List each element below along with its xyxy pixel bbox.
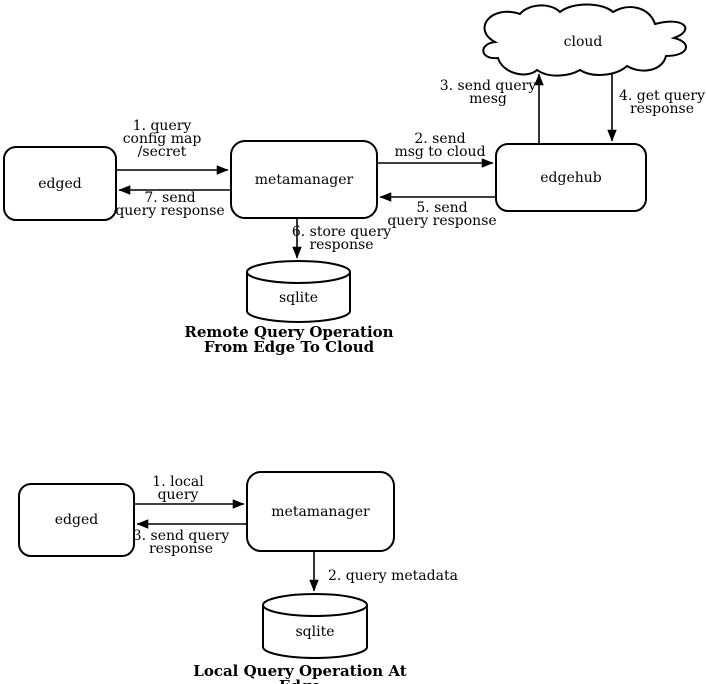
node-metamanager-remote: metamanager (230, 140, 378, 219)
node-metamanager-remote-label: metamanager (254, 171, 354, 188)
remote-diagram-title: Remote Query Operation From Edge To Clou… (184, 323, 394, 356)
edge-label-step5-send-response: 5. send query response (387, 200, 497, 229)
edge-label-step1-query-config: 1. query config map /secret (122, 118, 202, 160)
edge-label-step7-send-response: 7. send query response (115, 190, 225, 219)
edge-label-step2-send-msg: 2. send msg to cloud (394, 131, 486, 160)
node-edged-remote-label: edged (38, 175, 82, 192)
edge-label-local-step2: 2. query metadata (328, 568, 458, 584)
node-edgehub: edgehub (495, 143, 647, 212)
sqlite-cylinder-local (262, 593, 368, 659)
edge-label-step6-store-response: 6. store query response (291, 224, 392, 253)
sqlite-cylinder-remote (246, 260, 351, 323)
edge-label-step4-get-response: 4. get query response (619, 88, 705, 117)
node-cloud-label: cloud (563, 34, 603, 50)
local-diagram-title: Local Query Operation At Edge (193, 662, 407, 684)
node-edged-local: edged (18, 483, 135, 557)
node-edged-remote: edged (3, 146, 117, 221)
node-edgehub-label: edgehub (540, 169, 602, 186)
edge-label-local-step3: 3. send query response (132, 528, 230, 557)
cloud-shape (482, 3, 687, 77)
edge-label-local-step1: 1. local query (152, 474, 204, 503)
node-metamanager-local: metamanager (246, 471, 395, 552)
node-sqlite-remote-label: sqlite (278, 290, 318, 306)
node-metamanager-local-label: metamanager (271, 503, 370, 520)
edge-label-step3-send-query-mesg: 3. send query mesg (439, 78, 537, 107)
node-edged-local-label: edged (54, 512, 99, 528)
node-sqlite-local-label: sqlite (295, 624, 335, 640)
